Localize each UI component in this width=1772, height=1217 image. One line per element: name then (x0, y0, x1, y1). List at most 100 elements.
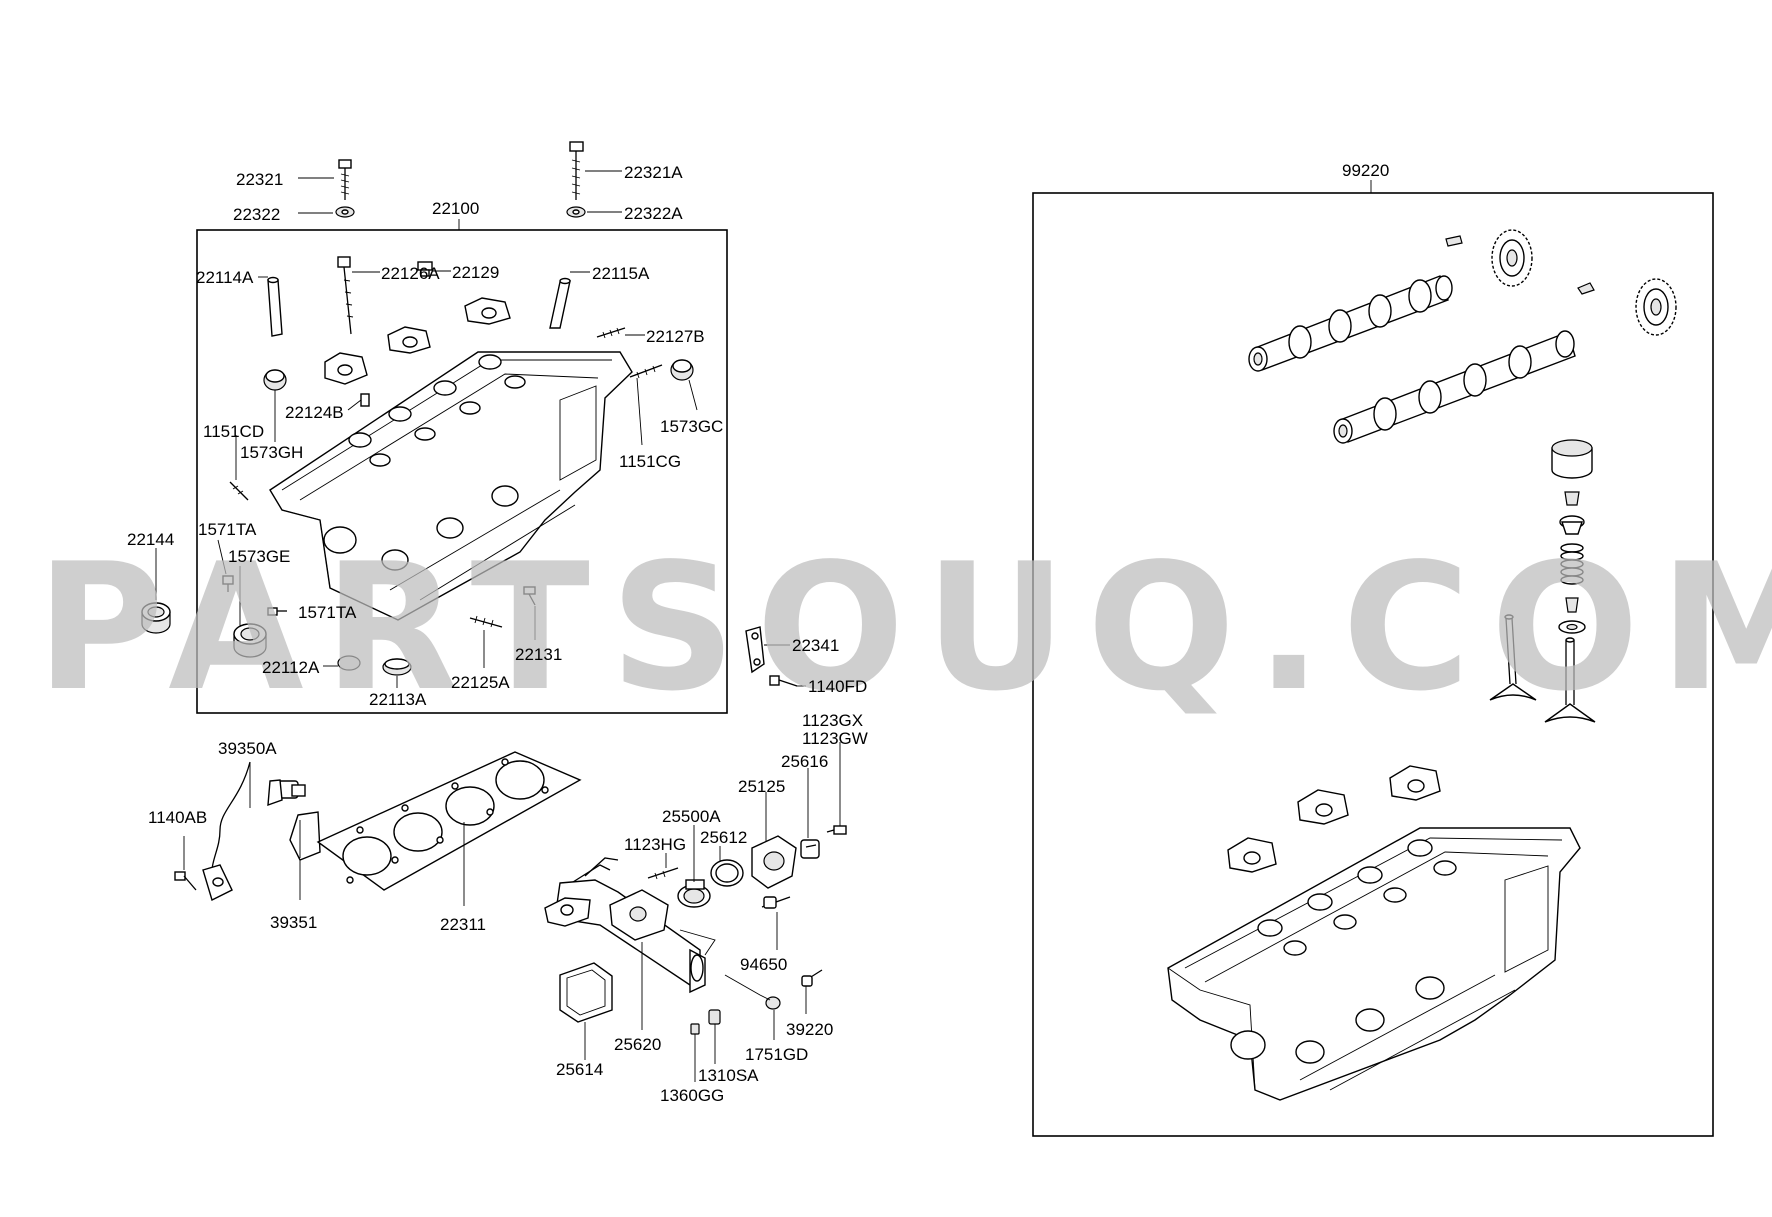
label-22311[interactable]: 22311 (440, 915, 486, 934)
label-1310sa[interactable]: 1310SA (698, 1066, 759, 1085)
cam-sprocket-right[interactable] (1635, 278, 1677, 336)
nut-1310sa[interactable] (708, 1009, 721, 1025)
valve-retainer[interactable] (1559, 515, 1585, 535)
bolt-22131[interactable] (523, 586, 536, 606)
label-1573gh[interactable]: 1573GH (240, 443, 303, 462)
seal-1573ge[interactable] (233, 623, 267, 658)
camshaft-lower[interactable] (1333, 330, 1576, 444)
gasket-25614[interactable] (559, 962, 613, 1023)
bearing-cap-b[interactable] (387, 326, 431, 354)
label-25500a[interactable]: 25500A (662, 807, 721, 826)
bearing-cap-right-a[interactable] (1227, 837, 1277, 873)
label-1751gd[interactable]: 1751GD (745, 1045, 808, 1064)
valve-spring-seat[interactable] (1558, 620, 1586, 634)
stud-1151cg[interactable] (629, 364, 663, 379)
gasket-25612[interactable] (710, 859, 744, 887)
label-1571ta-a[interactable]: 1571TA (198, 520, 257, 539)
label-25614[interactable]: 25614 (556, 1060, 603, 1079)
label-1360gg[interactable]: 1360GG (660, 1086, 724, 1105)
label-22124b[interactable]: 22124B (285, 403, 344, 422)
label-22113a[interactable]: 22113A (369, 690, 427, 709)
bolt-22321[interactable] (338, 159, 352, 200)
bolt-22124b[interactable] (360, 393, 370, 407)
label-22125a[interactable]: 22125A (451, 673, 510, 692)
label-25616[interactable]: 25616 (781, 752, 828, 771)
housing-25125[interactable] (751, 835, 797, 889)
label-22114a[interactable]: 22114A (196, 268, 254, 287)
head-gasket-22311[interactable] (316, 751, 582, 891)
label-22129[interactable]: 22129 (452, 263, 499, 282)
bolt-1140fd[interactable] (769, 675, 798, 687)
key-upper-left[interactable] (1445, 235, 1463, 247)
washer-22322a[interactable] (566, 206, 586, 218)
sender-25616[interactable] (800, 839, 820, 859)
label-25125[interactable]: 25125 (738, 777, 785, 796)
key-upper-right[interactable] (1577, 282, 1595, 295)
label-39351[interactable]: 39351 (270, 913, 317, 932)
label-22322a[interactable]: 22322A (624, 204, 683, 223)
label-1140ab[interactable]: 1140AB (148, 808, 207, 827)
bearing-cap-a[interactable] (324, 352, 368, 385)
label-1573ge[interactable]: 1573GE (228, 547, 290, 566)
label-22126a[interactable]: 22126A (381, 264, 440, 283)
bracket-39351[interactable] (289, 811, 321, 861)
cap-1573gc[interactable] (670, 359, 694, 381)
label-1123gx[interactable]: 1123GX (802, 711, 863, 730)
bolt-1571ta-a[interactable] (222, 575, 234, 592)
cam-sprocket-left[interactable] (1491, 229, 1533, 287)
bearing-cap-right-b[interactable] (1297, 789, 1349, 825)
label-22100[interactable]: 22100 (432, 199, 479, 218)
label-1571ta-b[interactable]: 1571TA (298, 603, 357, 622)
label-22115a[interactable]: 22115A (592, 264, 650, 283)
bolt-1123gx[interactable] (826, 825, 847, 835)
bolt-22321a[interactable] (569, 141, 584, 200)
label-1140fd[interactable]: 1140FD (808, 677, 867, 696)
bearing-cap-c[interactable] (464, 297, 511, 325)
label-39220[interactable]: 39220 (786, 1020, 833, 1039)
label-25612[interactable]: 25612 (700, 828, 747, 847)
label-22127b[interactable]: 22127B (646, 327, 705, 346)
label-22321a[interactable]: 22321A (624, 163, 683, 182)
plug-22129[interactable] (417, 261, 433, 277)
valve-exhaust[interactable] (1544, 637, 1596, 723)
label-1573gc[interactable]: 1573GC (660, 417, 723, 436)
label-22131[interactable]: 22131 (515, 645, 562, 664)
label-1151cg[interactable]: 1151CG (619, 452, 681, 471)
label-1123gw[interactable]: 1123GW (802, 729, 868, 748)
stud-22127b[interactable] (596, 327, 626, 339)
label-39350a[interactable]: 39350A (218, 739, 277, 758)
bolt-22126a[interactable] (337, 256, 354, 335)
stud-1151cd[interactable] (229, 481, 249, 501)
sensor-39220[interactable] (801, 969, 823, 987)
bolt-1123hg[interactable] (647, 867, 679, 880)
bolt-1571ta-b[interactable] (267, 607, 287, 616)
cylinder-head-22100[interactable] (269, 351, 633, 621)
label-94650[interactable]: 94650 (740, 955, 787, 974)
label-99220[interactable]: 99220 (1342, 161, 1389, 180)
bearing-cap-right-c[interactable] (1389, 765, 1441, 801)
valve-seal[interactable] (1565, 597, 1579, 613)
lifter[interactable] (1551, 439, 1593, 479)
sensor-39350a[interactable] (202, 761, 306, 901)
valve-keeper[interactable] (1564, 491, 1580, 506)
label-22341[interactable]: 22341 (792, 636, 839, 655)
label-1151cd[interactable]: 1151CD (203, 422, 264, 441)
label-25620[interactable]: 25620 (614, 1035, 661, 1054)
dowel-22114a[interactable] (267, 276, 283, 337)
dowel-22115a[interactable] (549, 277, 571, 329)
bolt-1140ab[interactable] (174, 871, 197, 891)
cap-22113a[interactable] (382, 658, 412, 676)
seal-22144[interactable] (141, 602, 171, 634)
valve-spring[interactable] (1560, 543, 1584, 585)
label-22321[interactable]: 22321 (236, 170, 283, 189)
cap-22112a[interactable] (337, 655, 361, 671)
sensor-94650[interactable] (761, 896, 791, 909)
label-22322[interactable]: 22322 (233, 205, 280, 224)
stud-22125a[interactable] (469, 615, 503, 628)
thermostat-25500a[interactable] (677, 879, 711, 908)
nut-1360gg[interactable] (690, 1023, 700, 1035)
valve-intake[interactable] (1489, 614, 1537, 701)
label-22144[interactable]: 22144 (127, 530, 174, 549)
cap-1573gh[interactable] (263, 369, 287, 391)
cylinder-head-99220[interactable] (1167, 827, 1581, 1101)
